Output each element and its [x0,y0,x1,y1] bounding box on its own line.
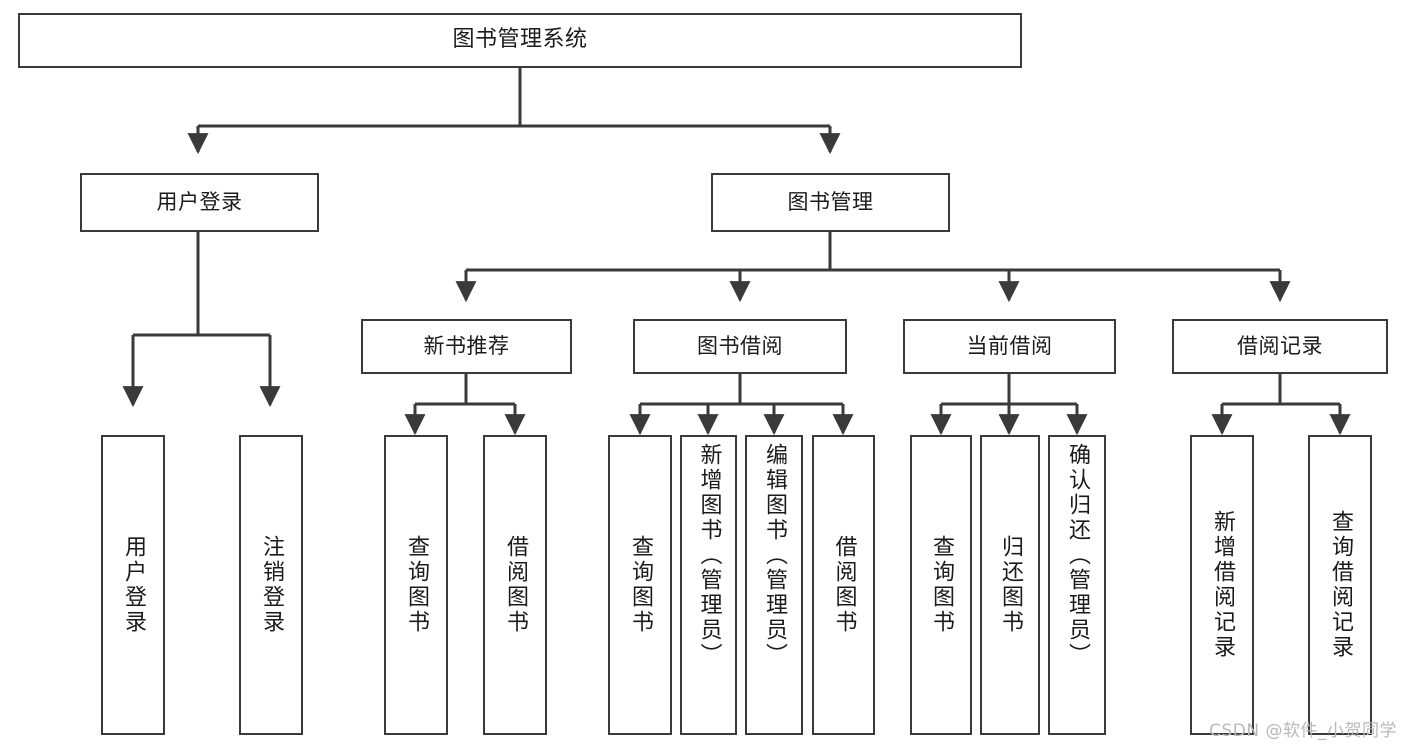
node-current-borrow[interactable]: 当前借阅 [903,319,1116,374]
node-leaf-edit-book-label: 编辑图书（管理员） [762,443,787,668]
node-user-login-label: 用户登录 [156,189,243,214]
node-leaf-query-record[interactable]: 查询借阅记录 [1308,435,1372,735]
node-new-book-rec[interactable]: 新书推荐 [361,319,572,374]
node-leaf-confirm-return-label: 确认归还（管理员） [1065,443,1090,668]
node-borrow-record[interactable]: 借阅记录 [1172,319,1388,374]
node-leaf-user-login-label: 用户登录 [121,535,146,635]
node-leaf-edit-book[interactable]: 编辑图书（管理员） [745,435,803,735]
node-book-borrow[interactable]: 图书借阅 [633,319,847,374]
node-book-mgmt-label: 图书管理 [787,189,874,214]
node-leaf-return-book-label: 归还图书 [998,535,1023,635]
node-new-book-rec-label: 新书推荐 [423,333,510,358]
node-root[interactable]: 图书管理系统 [18,13,1022,68]
node-leaf-borrow-book-a[interactable]: 借阅图书 [483,435,547,735]
node-leaf-confirm-return[interactable]: 确认归还（管理员） [1048,435,1106,735]
node-book-mgmt[interactable]: 图书管理 [711,173,950,232]
node-leaf-add-book[interactable]: 新增图书（管理员） [680,435,737,735]
node-leaf-add-record-label: 新增借阅记录 [1210,510,1235,660]
node-leaf-logout[interactable]: 注销登录 [239,435,303,735]
node-user-login[interactable]: 用户登录 [80,173,319,232]
node-leaf-query-book-c-label: 查询图书 [929,535,954,635]
node-leaf-query-book-a-label: 查询图书 [404,535,429,635]
node-leaf-add-book-label: 新增图书（管理员） [696,443,722,668]
node-leaf-query-book-b[interactable]: 查询图书 [608,435,672,735]
node-leaf-query-book-b-label: 查询图书 [628,535,653,635]
node-book-borrow-label: 图书借阅 [697,333,783,358]
node-current-borrow-label: 当前借阅 [966,333,1053,358]
node-leaf-borrow-book-a-label: 借阅图书 [503,535,528,635]
node-leaf-query-book-c[interactable]: 查询图书 [910,435,972,735]
node-root-label: 图书管理系统 [452,27,588,53]
watermark: CSDN @软件_小贺同学 [1209,721,1397,741]
node-leaf-add-record[interactable]: 新增借阅记录 [1190,435,1254,735]
node-leaf-borrow-book-b-label: 借阅图书 [831,535,857,635]
node-leaf-query-book-a[interactable]: 查询图书 [384,435,448,735]
node-leaf-return-book[interactable]: 归还图书 [980,435,1040,735]
node-leaf-user-login[interactable]: 用户登录 [101,435,165,735]
node-leaf-borrow-book-b[interactable]: 借阅图书 [812,435,875,735]
node-borrow-record-label: 借阅记录 [1237,333,1323,358]
node-leaf-query-record-label: 查询借阅记录 [1328,510,1353,660]
node-leaf-logout-label: 注销登录 [259,535,284,635]
